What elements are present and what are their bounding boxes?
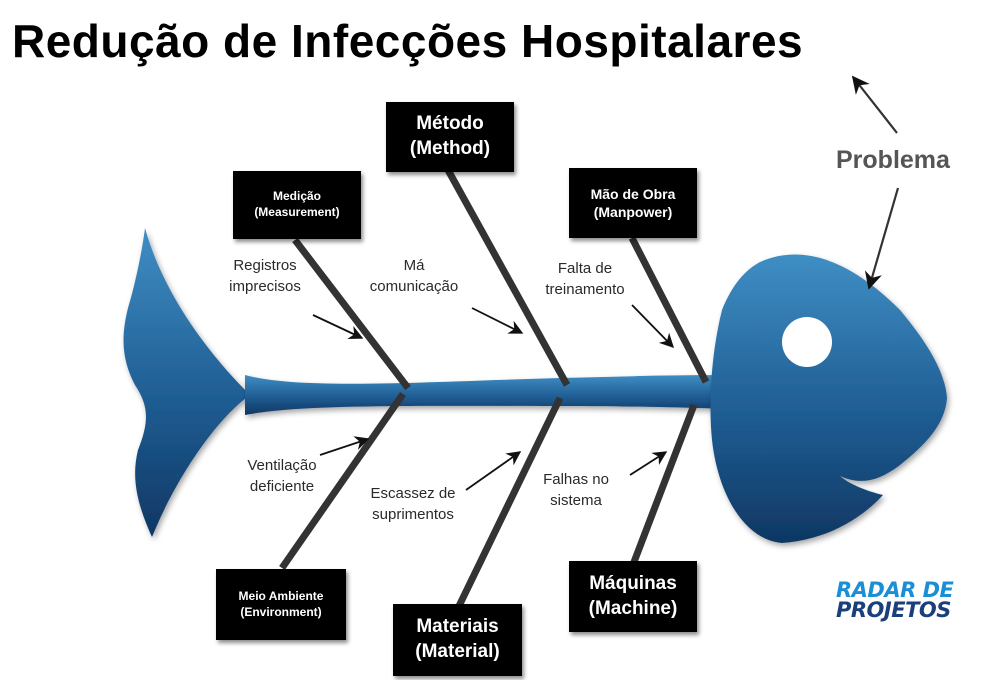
logo-line: PROJETOS: [836, 598, 951, 622]
bone-metodo: [444, 168, 571, 387]
cause-line: Falhas no: [543, 471, 609, 488]
fish-eye: [782, 317, 832, 367]
category-label: Meio Ambiente: [238, 588, 324, 603]
cause-line: suprimentos: [372, 506, 454, 523]
bones: [279, 168, 710, 608]
fish-spine: [245, 375, 760, 415]
category-materiais: Materiais (Material): [393, 604, 522, 676]
category-sublabel: (Material): [415, 641, 500, 662]
category-metodo: Método (Method): [386, 102, 514, 172]
arrow-treinamento: [631, 304, 675, 349]
arrow-sistema: [629, 451, 668, 476]
fish-tail: [123, 228, 250, 537]
cause-arrows: [312, 304, 675, 491]
cause-line: Ventilação: [247, 457, 317, 474]
category-label: Medição: [272, 189, 321, 204]
cause-suprimentos: Escassez de suprimentos: [352, 483, 474, 525]
category-sublabel: (Manpower): [593, 204, 673, 220]
cause-sistema: Falhas no sistema: [516, 469, 636, 511]
arrow-registros: [312, 314, 364, 340]
category-label: Materiais: [416, 616, 499, 638]
bone-maquinas: [630, 403, 698, 564]
category-meio-ambiente: Meio Ambiente (Environment): [216, 569, 346, 640]
fish-head: [710, 254, 947, 544]
cause-line: comunicação: [369, 278, 459, 295]
cause-line: Escassez de: [370, 485, 456, 502]
arrow-ventilacao: [319, 436, 370, 456]
problem-arrows: [851, 75, 900, 290]
bone-meio-ambiente: [279, 392, 406, 570]
category-mao-de-obra: Mão de Obra (Manpower): [569, 168, 697, 238]
cause-registros: Registros imprecisos: [205, 255, 325, 297]
category-label: Mão de Obra: [590, 185, 676, 202]
cause-ventilacao: Ventilação deficiente: [222, 455, 342, 497]
category-label: Máquinas: [589, 572, 677, 594]
page-title: Redução de Infecções Hospitalares: [12, 15, 804, 67]
bone-medicao: [292, 237, 411, 391]
category-medicao: Medição (Measurement): [233, 171, 361, 239]
category-sublabel: (Environment): [240, 604, 322, 619]
cause-line: Registros: [233, 257, 297, 274]
cause-treinamento: Falta de treinamento: [525, 258, 645, 300]
cause-line: Má: [403, 257, 425, 274]
arrow-suprimentos: [465, 451, 522, 491]
cause-line: Falta de: [557, 260, 613, 277]
category-sublabel: (Machine): [588, 597, 678, 619]
category-sublabel: (Method): [409, 138, 491, 159]
brand-logo: RADAR DE PROJETOS: [836, 578, 966, 622]
problem-label: Problema: [836, 146, 950, 174]
cause-comunicacao: Má comunicação: [354, 255, 474, 297]
category-label: Método: [416, 113, 484, 135]
cause-line: sistema: [550, 492, 602, 509]
category-sublabel: (Measurement): [254, 205, 340, 219]
cause-line: treinamento: [545, 281, 625, 298]
arrow-problem-title: [851, 75, 898, 134]
cause-line: imprecisos: [229, 278, 301, 295]
category-maquinas: Máquinas (Machine): [569, 561, 697, 632]
cause-line: deficiente: [249, 478, 315, 495]
bone-materiais: [455, 396, 564, 608]
bone-mao-de-obra: [628, 236, 710, 384]
arrow-problem-head: [864, 187, 900, 290]
logo-line: RADAR DE: [836, 578, 954, 602]
arrow-comunicacao: [471, 307, 524, 334]
